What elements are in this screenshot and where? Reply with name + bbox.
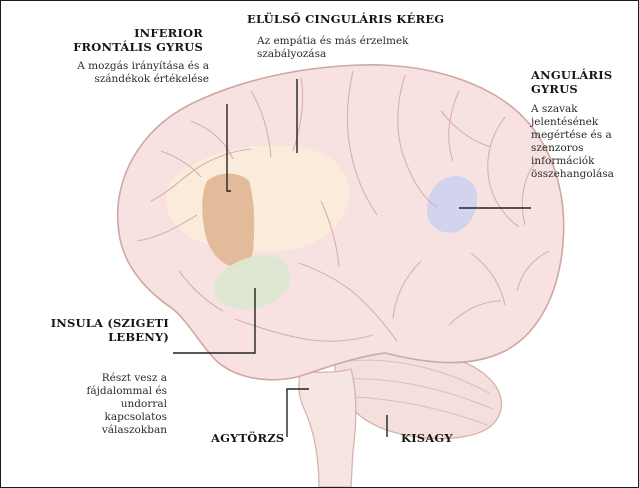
insula-desc-line4: kapcsolatos xyxy=(41,411,167,424)
insula-desc-line1: Részt vesz a xyxy=(41,372,167,385)
insula-title-line1: INSULA (SZIGETI xyxy=(21,316,169,330)
angular-title-line2: GYRUS xyxy=(531,82,631,96)
inferior-frontal-desc-line2: szándékok értékelése xyxy=(41,73,209,86)
inferior-frontal-desc-line1: A mozgás irányítása és a xyxy=(41,60,209,73)
angular-desc-line6: összehangolása xyxy=(531,168,635,181)
cingular-description: Az empátia és más érzelmek szabályozása xyxy=(257,35,477,61)
insula-description: Részt vesz a fájdalommal és undorral kap… xyxy=(41,372,167,437)
angular-desc-line4: szenzoros xyxy=(531,142,635,155)
inferior-frontal-title-line1: INFERIOR xyxy=(63,26,203,40)
insula-title: INSULA (SZIGETI LEBENY) xyxy=(21,316,169,344)
brainstem-title: AGYTÖRZS xyxy=(211,431,321,445)
angular-description: A szavak jelentésének megértése és a sze… xyxy=(531,103,635,181)
angular-desc-line1: A szavak xyxy=(531,103,635,116)
angular-desc-line3: megértése és a xyxy=(531,129,635,142)
cerebellum-title: KISAGY xyxy=(401,431,481,445)
cingular-desc-line1: Az empátia és más érzelmek xyxy=(257,35,477,48)
cingular-desc-line2: szabályozása xyxy=(257,48,477,61)
inferior-frontal-title-line2: FRONTÁLIS GYRUS xyxy=(63,40,203,54)
insula-title-line2: LEBENY) xyxy=(21,330,169,344)
inferior-frontal-title: INFERIOR FRONTÁLIS GYRUS xyxy=(63,26,203,54)
insula-desc-line3: undorral xyxy=(41,398,167,411)
cingular-title: ELÜLSŐ CINGULÁRIS KÉREG xyxy=(247,12,517,26)
angular-title: ANGULÁRIS GYRUS xyxy=(531,68,631,96)
angular-title-line1: ANGULÁRIS xyxy=(531,68,631,82)
insula-desc-line5: válaszokban xyxy=(41,424,167,437)
angular-desc-line5: információk xyxy=(531,155,635,168)
angular-desc-line2: jelentésének xyxy=(531,116,635,129)
insula-desc-line2: fájdalommal és xyxy=(41,385,167,398)
inferior-frontal-description: A mozgás irányítása és a szándékok érték… xyxy=(41,60,209,86)
brainstem-shape xyxy=(299,369,356,487)
